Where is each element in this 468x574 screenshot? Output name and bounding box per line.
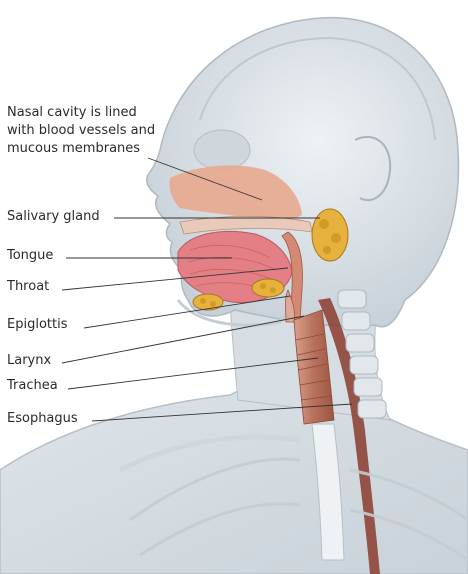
label-throat: Throat (7, 278, 49, 296)
label-epiglottis: Epiglottis (7, 316, 67, 334)
label-esophagus: Esophagus (7, 410, 78, 428)
label-trachea: Trachea (7, 377, 58, 395)
label-nasal-cavity-line3: mucous membranes (7, 140, 140, 158)
label-larynx: Larynx (7, 352, 51, 370)
salivary-gland-submandibular (252, 279, 284, 297)
salivary-gland-sublingual (193, 294, 223, 310)
label-salivary-gland: Salivary gland (7, 208, 100, 226)
label-tongue: Tongue (7, 247, 53, 265)
label-nasal-cavity-line2: with blood vessels and (7, 122, 155, 140)
eye-socket (194, 130, 250, 170)
label-nasal-cavity-line1: Nasal cavity is lined (7, 104, 137, 122)
salivary-gland-parotid (312, 209, 348, 261)
